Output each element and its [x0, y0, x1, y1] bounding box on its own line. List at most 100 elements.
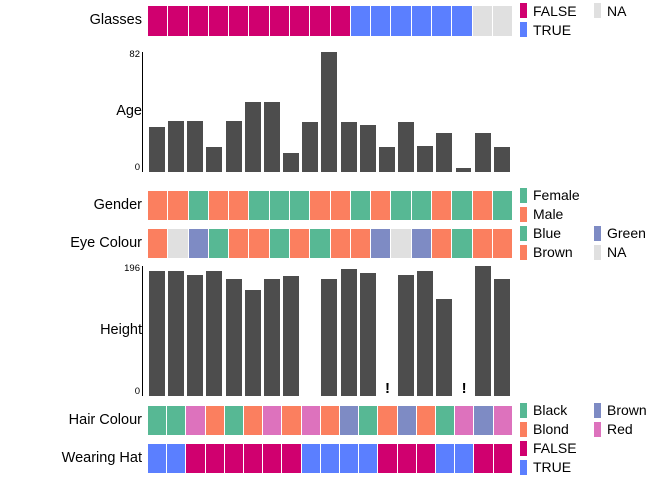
cell-eye-colour[interactable] — [371, 229, 392, 258]
cell-wearing-hat[interactable] — [378, 444, 398, 473]
legend-item-hair-colour-blond[interactable]: Blond — [520, 421, 569, 437]
cell-hair-colour[interactable] — [455, 406, 475, 435]
bar-age[interactable] — [340, 122, 357, 172]
cell-gender[interactable] — [229, 191, 250, 220]
cell-hair-colour[interactable] — [320, 406, 341, 435]
cell-hair-colour[interactable] — [244, 406, 264, 435]
cell-wearing-hat[interactable] — [436, 444, 456, 473]
cell-hair-colour[interactable] — [340, 406, 360, 435]
cell-hair-colour[interactable] — [224, 406, 245, 435]
cell-eye-colour[interactable] — [310, 229, 331, 258]
cell-wearing-hat[interactable] — [205, 444, 225, 473]
cell-hair-colour[interactable] — [148, 406, 168, 435]
cell-wearing-hat[interactable] — [148, 444, 168, 473]
bar-height[interactable] — [398, 274, 415, 396]
cell-eye-colour[interactable] — [229, 229, 250, 258]
cell-wearing-hat[interactable] — [263, 444, 283, 473]
bar-height[interactable] — [321, 279, 338, 396]
cell-eye-colour[interactable] — [492, 229, 513, 258]
cell-wearing-hat[interactable] — [301, 444, 321, 473]
bar-age[interactable] — [206, 147, 223, 172]
cell-glasses[interactable] — [249, 6, 270, 36]
cell-hair-colour[interactable] — [282, 406, 302, 435]
legend-item-wearing-hat-true[interactable]: TRUE — [520, 459, 571, 475]
cell-eye-colour[interactable] — [330, 229, 351, 258]
cell-gender[interactable] — [310, 191, 331, 220]
cell-eye-colour[interactable] — [391, 229, 412, 258]
cell-hair-colour[interactable] — [416, 406, 437, 435]
bar-height[interactable] — [436, 298, 453, 396]
bar-age[interactable] — [149, 126, 165, 172]
cell-gender[interactable] — [350, 191, 372, 220]
cell-eye-colour[interactable] — [472, 229, 493, 258]
bar-height[interactable] — [263, 279, 280, 396]
bar-age[interactable] — [455, 167, 472, 172]
bar-height[interactable] — [359, 272, 376, 396]
bar-height[interactable] — [206, 271, 223, 396]
cell-gender[interactable] — [208, 191, 230, 220]
cell-glasses[interactable] — [431, 6, 453, 36]
cell-glasses[interactable] — [411, 6, 432, 36]
cell-glasses[interactable] — [148, 6, 169, 36]
bar-age[interactable] — [225, 120, 242, 172]
cell-gender[interactable] — [269, 191, 290, 220]
cell-wearing-hat[interactable] — [244, 444, 264, 473]
bar-height[interactable] — [244, 289, 261, 396]
cell-wearing-hat[interactable] — [167, 444, 187, 473]
bar-age[interactable] — [263, 101, 280, 172]
bar-age[interactable] — [168, 120, 185, 172]
bar-height[interactable] — [168, 271, 185, 396]
cell-gender[interactable] — [289, 191, 311, 220]
legend-item-eye-colour-brown[interactable]: Brown — [520, 244, 573, 260]
cell-wearing-hat[interactable] — [397, 444, 417, 473]
cell-wearing-hat[interactable] — [359, 444, 379, 473]
cell-gender[interactable] — [472, 191, 493, 220]
bar-height[interactable] — [340, 268, 357, 396]
legend-item-glasses-false[interactable]: FALSE — [520, 3, 577, 18]
cell-eye-colour[interactable] — [431, 229, 453, 258]
bar-age[interactable] — [436, 132, 453, 172]
cell-hair-colour[interactable] — [186, 406, 206, 435]
cell-hair-colour[interactable] — [167, 406, 187, 435]
cell-eye-colour[interactable] — [168, 229, 189, 258]
cell-eye-colour[interactable] — [350, 229, 372, 258]
cell-wearing-hat[interactable] — [474, 444, 494, 473]
cell-gender[interactable] — [431, 191, 453, 220]
cell-eye-colour[interactable] — [188, 229, 209, 258]
cell-glasses[interactable] — [188, 6, 209, 36]
cell-wearing-hat[interactable] — [320, 444, 341, 473]
bar-age[interactable] — [244, 101, 261, 172]
bar-age[interactable] — [474, 132, 491, 172]
cell-gender[interactable] — [411, 191, 432, 220]
legend-item-glasses-true[interactable]: TRUE — [520, 22, 571, 37]
bar-age[interactable] — [417, 145, 434, 172]
legend-item-hair-colour-red[interactable]: Red — [594, 421, 633, 437]
bar-height[interactable] — [474, 266, 491, 396]
bar-age[interactable] — [359, 125, 376, 172]
cell-hair-colour[interactable] — [493, 406, 512, 435]
cell-eye-colour[interactable] — [148, 229, 169, 258]
legend-item-eye-colour-blue[interactable]: Blue — [520, 225, 561, 241]
bar-height[interactable] — [225, 279, 242, 396]
cell-wearing-hat[interactable] — [282, 444, 302, 473]
cell-eye-colour[interactable] — [249, 229, 270, 258]
bar-height[interactable] — [187, 275, 204, 396]
cell-glasses[interactable] — [229, 6, 250, 36]
cell-hair-colour[interactable] — [436, 406, 456, 435]
bar-age[interactable] — [302, 122, 319, 172]
cell-eye-colour[interactable] — [269, 229, 290, 258]
bar-age[interactable] — [493, 147, 510, 172]
cell-glasses[interactable] — [492, 6, 513, 36]
cell-eye-colour[interactable] — [411, 229, 432, 258]
cell-eye-colour[interactable] — [452, 229, 473, 258]
cell-gender[interactable] — [188, 191, 209, 220]
cell-hair-colour[interactable] — [205, 406, 225, 435]
cell-gender[interactable] — [148, 191, 169, 220]
cell-glasses[interactable] — [391, 6, 412, 36]
bar-age[interactable] — [378, 147, 395, 172]
cell-glasses[interactable] — [269, 6, 290, 36]
cell-gender[interactable] — [371, 191, 392, 220]
cell-gender[interactable] — [492, 191, 513, 220]
cell-hair-colour[interactable] — [397, 406, 417, 435]
cell-gender[interactable] — [249, 191, 270, 220]
